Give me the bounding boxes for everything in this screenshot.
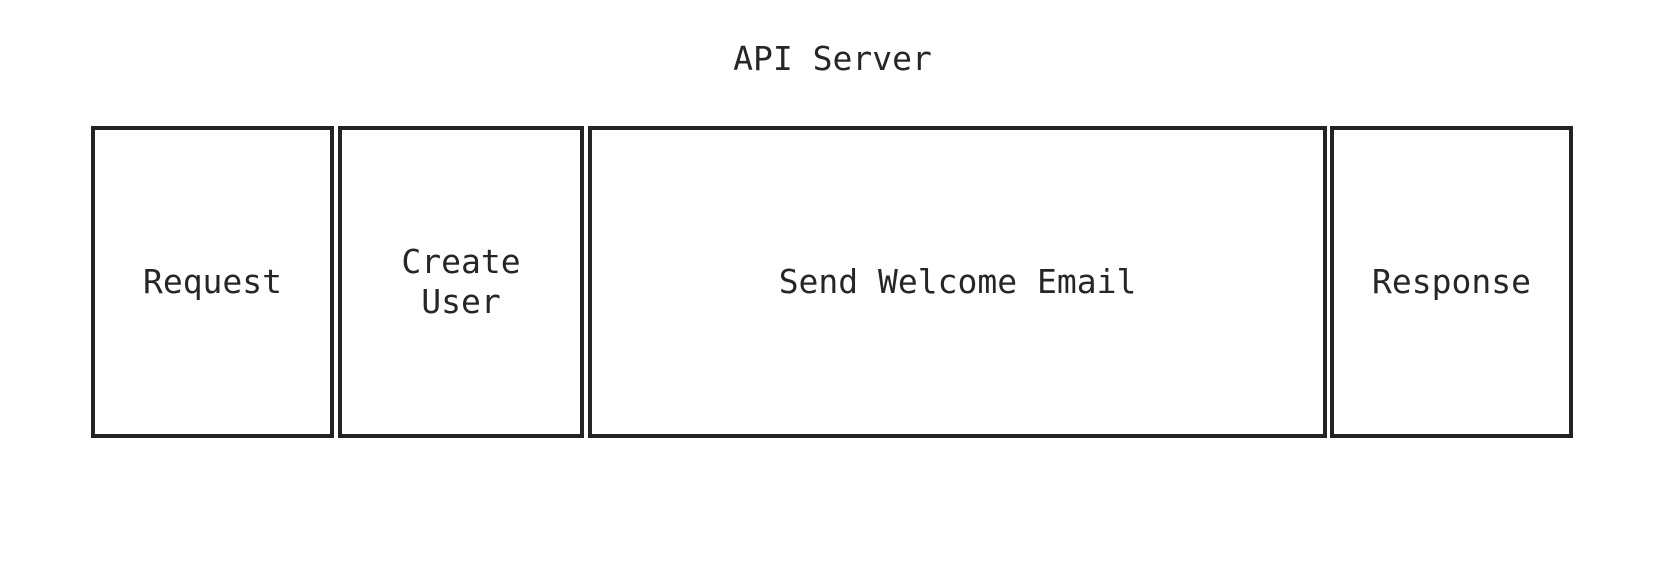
span-box-response: Response [1330,126,1573,438]
span-label-create-user: Create User [401,242,521,321]
span-label-response: Response [1372,262,1531,301]
span-box-request: Request [91,126,334,438]
span-box-create-user: Create User [338,126,584,438]
span-box-send-welcome-email: Send Welcome Email [588,126,1327,438]
diagram-title: API Server [733,39,932,78]
span-label-request: Request [142,262,283,301]
span-row: Request Create User Send Welcome Email R… [91,126,1573,438]
span-label-send-welcome-email: Send Welcome Email [778,262,1137,301]
